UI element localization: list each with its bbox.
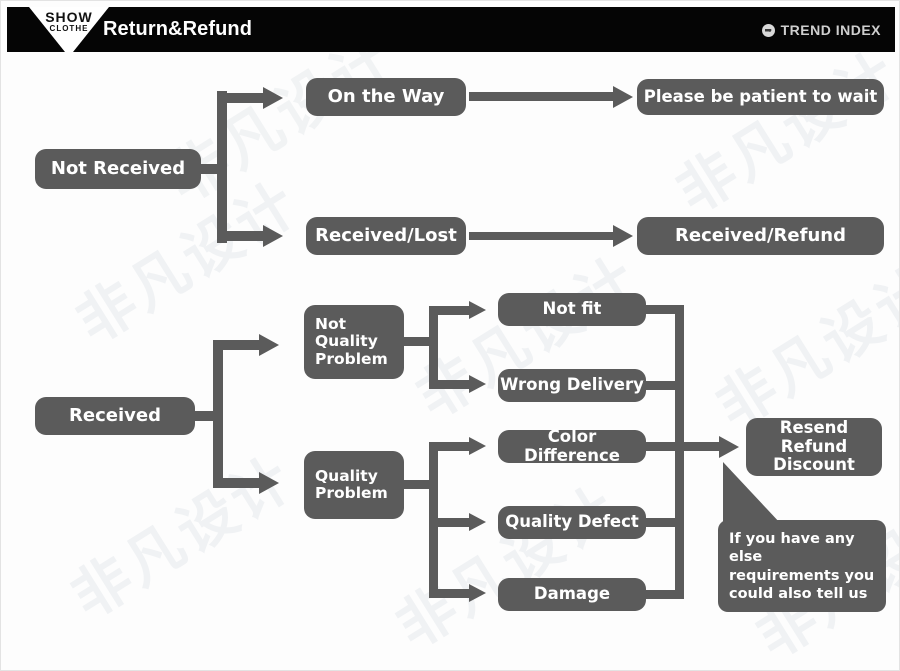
node-line-2: Problem [315, 484, 388, 502]
node-quality-problem[interactable]: Quality Problem [304, 451, 404, 519]
node-wrong-delivery[interactable]: Wrong Delivery [498, 369, 646, 402]
arrow-head [259, 334, 279, 356]
connector-horizontal [429, 589, 471, 598]
connector-horizontal [643, 381, 683, 390]
node-please-be-patient[interactable]: Please be patient to wait [637, 79, 884, 115]
arrow-head [469, 513, 486, 531]
node-quality-defect[interactable]: Quality Defect [498, 506, 646, 539]
page-title: Return&Refund [103, 18, 253, 40]
arrow-head [469, 584, 486, 602]
logo-line-2: CLOTHE [49, 24, 89, 33]
connector-horizontal [643, 305, 683, 314]
arrow-head [263, 87, 283, 109]
connector-horizontal [213, 478, 261, 488]
arrow-head [719, 436, 739, 458]
node-line-3: Problem [315, 349, 388, 368]
logo-line-1: SHOW [45, 9, 93, 25]
connector-stub [401, 337, 433, 346]
connector-horizontal [213, 340, 261, 350]
connector-horizontal [217, 231, 265, 241]
node-line-1: Quality [315, 466, 378, 485]
connector-horizontal [217, 93, 265, 103]
connector-horizontal [643, 442, 723, 451]
outcome-line-3: Discount [773, 455, 855, 475]
connector-horizontal [469, 92, 617, 101]
node-not-quality-problem[interactable]: Not Quality Problem [304, 305, 404, 379]
header-bar: SHOW CLOTHE Return&Refund TREND INDEX [7, 7, 895, 52]
node-received-refund[interactable]: Received/Refund [637, 217, 884, 255]
connector-horizontal [429, 442, 471, 451]
node-line-1: Not [315, 314, 347, 333]
watermark: 非凡设计 [384, 472, 631, 662]
connector-vertical [217, 91, 227, 243]
connector-vertical [429, 306, 438, 389]
node-not-fit[interactable]: Not fit [498, 293, 646, 326]
connector-horizontal [643, 518, 683, 527]
arrow-head [469, 375, 486, 393]
connector-stub [401, 480, 433, 489]
node-on-the-way[interactable]: On the Way [306, 78, 466, 116]
outcome-line-2: Refund [780, 436, 848, 456]
watermark: 非凡设计 [664, 37, 900, 227]
arrow-head [259, 472, 279, 494]
connector-horizontal [429, 380, 471, 389]
callout-note[interactable]: If you have any else requirements you co… [718, 520, 886, 613]
connector-stub [191, 411, 219, 421]
watermark: 非凡设计 [59, 442, 306, 632]
connector-horizontal [429, 306, 471, 315]
connector-vertical [675, 305, 684, 599]
brand-mark: TREND INDEX [761, 22, 881, 38]
triangle-logo-icon [29, 7, 109, 52]
connector-stub [197, 164, 223, 174]
node-not-received[interactable]: Not Received [35, 149, 201, 189]
brand-label: TREND INDEX [780, 22, 881, 38]
logo-text: SHOW CLOTHE [35, 10, 103, 33]
arrow-head [613, 225, 633, 247]
arrow-head [469, 301, 486, 319]
connector-vertical [213, 340, 223, 488]
connector-vertical [429, 442, 438, 590]
node-received-lost[interactable]: Received/Lost [306, 217, 466, 255]
callout-tail-icon [723, 462, 781, 524]
connector-horizontal [429, 518, 471, 527]
outcome-line-1: Resend [779, 418, 849, 438]
watermark: 非凡设计 [704, 252, 900, 442]
connector-horizontal [469, 232, 617, 240]
node-color-difference[interactable]: Color Difference [498, 427, 646, 464]
arrow-head [613, 86, 633, 108]
node-received[interactable]: Received [35, 397, 195, 435]
node-line-2: Quality [315, 332, 378, 351]
node-damage[interactable]: Damage [498, 578, 646, 611]
connector-horizontal [643, 590, 683, 599]
arrow-head [263, 225, 283, 247]
arrow-head [469, 437, 486, 455]
circle-arrow-icon [761, 23, 775, 37]
